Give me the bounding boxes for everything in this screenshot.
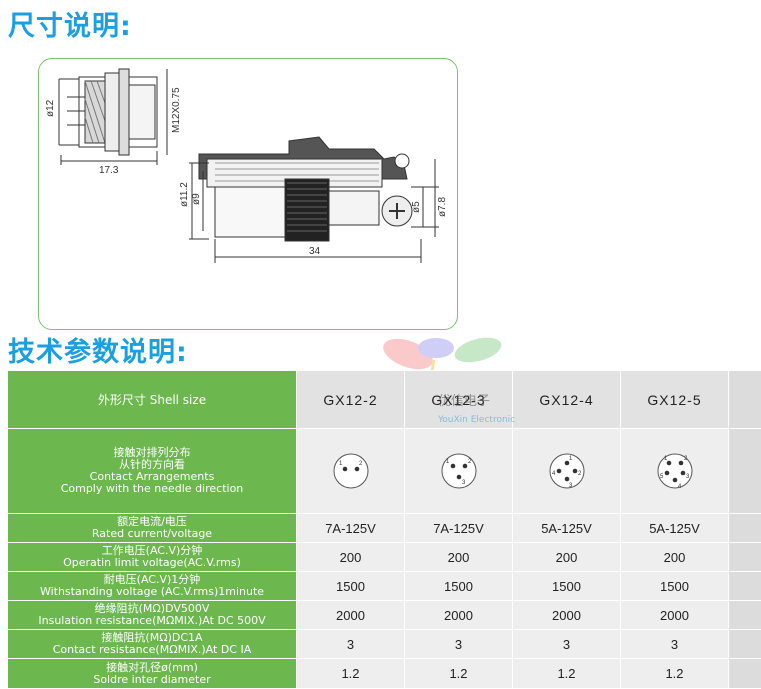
table-cell: 1500: [297, 572, 405, 601]
table-edge: [729, 601, 761, 630]
pin-diagram-icon: 1 2 3 4 5: [655, 451, 695, 491]
pin-layout-4: 1 2 3 4: [513, 429, 621, 514]
dimensions-title: 尺寸说明:: [8, 4, 132, 43]
model-gx12-5: GX12-5: [621, 371, 729, 429]
table-cell: 5A-125V: [513, 514, 621, 543]
table-cell: 3: [405, 630, 513, 659]
left-view-drawing: [59, 69, 167, 165]
contact-arrangement-row: 接触对排列分布 从针的方向看 Contact Arrangements Comp…: [8, 429, 761, 514]
label-line-4: Comply with the needle direction: [8, 483, 296, 495]
left-thread-label: M12X0.75: [171, 87, 182, 133]
table-cell: 1.2: [405, 659, 513, 689]
table-cell: 1.2: [297, 659, 405, 689]
table-cell: 7A-125V: [405, 514, 513, 543]
pin-layout-2: 1 2: [297, 429, 405, 514]
specs-title: 技术参数说明:: [8, 330, 188, 369]
right-view-drawing: [189, 137, 439, 263]
watermark-brand-cn: 优信电子: [438, 390, 515, 409]
watermark-brand: 优信电子 YouXin Electronic: [438, 390, 515, 425]
right-length-label: 34: [309, 246, 321, 257]
table-cell: 2000: [513, 601, 621, 630]
pin-diagram-icon: 1 2 3 4: [547, 451, 587, 491]
model-gx12-4: GX12-4: [513, 371, 621, 429]
table-cell: 1.2: [513, 659, 621, 689]
contact-arrangement-label: 接触对排列分布 从针的方向看 Contact Arrangements Comp…: [8, 429, 297, 514]
table-edge: [729, 371, 761, 429]
table-cell: 5A-125V: [621, 514, 729, 543]
table-edge: [729, 659, 761, 689]
table-edge: [729, 572, 761, 601]
shell-size-label: 外形尺寸 Shell size: [8, 371, 297, 429]
table-cell: 1500: [405, 572, 513, 601]
table-cell: 200: [621, 543, 729, 572]
table-edge: [729, 543, 761, 572]
right-dia-small-label: ø5: [411, 201, 422, 213]
pin-diagram-icon: 1 2 3: [439, 451, 479, 491]
table-cell: 3: [621, 630, 729, 659]
right-dia-outer-label: ø11.2: [179, 182, 190, 207]
table-edge: [729, 429, 761, 514]
dimension-drawing: ø12 M12X0.75 17.3 ø11.2 ø9 ø5 ø7.8 34: [38, 58, 458, 330]
right-dia-inner-label: ø9: [191, 193, 202, 205]
table-cell: 2000: [621, 601, 729, 630]
left-length-label: 17.3: [99, 165, 119, 176]
table-edge: [729, 514, 761, 543]
table-cell: 3: [513, 630, 621, 659]
table-cell: 1500: [513, 572, 621, 601]
model-gx12-2: GX12-2: [297, 371, 405, 429]
table-cell: 200: [513, 543, 621, 572]
row-label: 接触对孔径ø(mm)Soldre inter diameter: [8, 659, 297, 689]
pin-layout-5: 1 2 3 4 5: [621, 429, 729, 514]
spec-table: 外形尺寸 Shell size GX12-2 GX12-3 GX12-4 GX1…: [7, 370, 761, 689]
right-dia-tail-label: ø7.8: [437, 197, 448, 217]
pin-layout-3: 1 2 3: [405, 429, 513, 514]
table-row: 接触对孔径ø(mm)Soldre inter diameter 1.2 1.2 …: [8, 659, 761, 689]
table-header-row: 外形尺寸 Shell size GX12-2 GX12-3 GX12-4 GX1…: [8, 371, 761, 429]
table-edge: [729, 630, 761, 659]
pin-diagram-icon: 1 2: [331, 451, 371, 491]
table-cell: 7A-125V: [297, 514, 405, 543]
table-cell: 3: [297, 630, 405, 659]
watermark-brand-en: YouXin Electronic: [438, 415, 515, 425]
table-cell: 1.2: [621, 659, 729, 689]
table-cell: 2000: [405, 601, 513, 630]
table-cell: 200: [405, 543, 513, 572]
left-dia-label: ø12: [45, 99, 56, 117]
table-cell: 1500: [621, 572, 729, 601]
table-cell: 2000: [297, 601, 405, 630]
table-cell: 200: [297, 543, 405, 572]
